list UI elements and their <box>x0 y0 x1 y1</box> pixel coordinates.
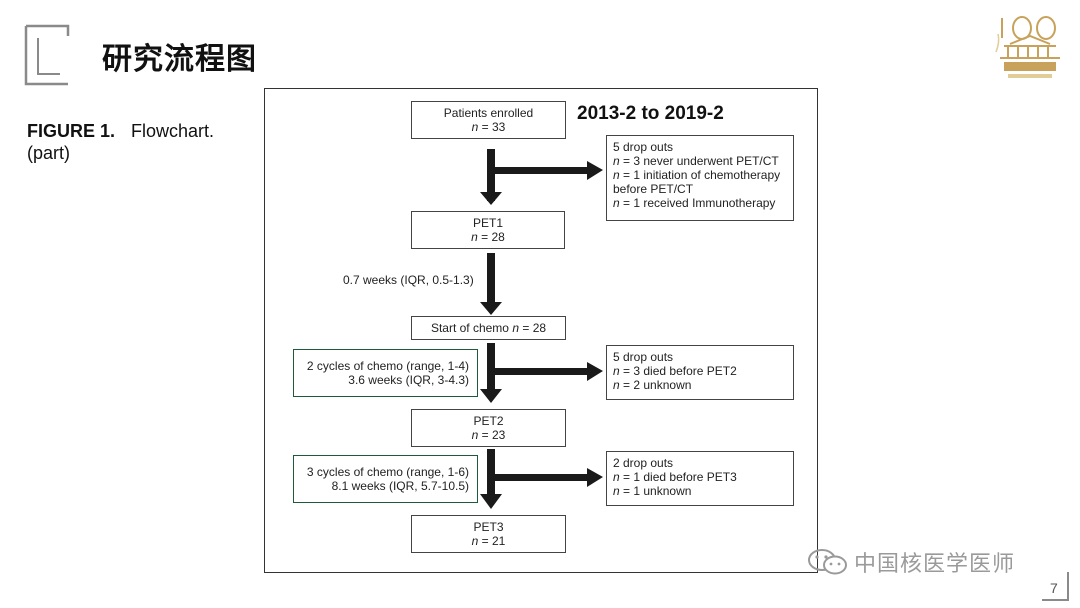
enrolled-label: Patients enrolled <box>443 106 534 120</box>
dropout-title: 5 drop outs <box>613 140 674 154</box>
arrow-shaft <box>487 253 495 309</box>
pet3-count: n = 21 <box>471 534 506 548</box>
dropout-box-2: 5 drop outs n = 3 died before PET2 n = 2… <box>606 345 794 400</box>
dropout-title: 2 drop outs <box>613 456 674 470</box>
dropout-line: n = 1 received Immunotherapy <box>613 196 776 210</box>
arrow-shaft <box>487 149 495 201</box>
dropout-box-1: 5 drop outs n = 3 never underwent PET/CT… <box>606 135 794 221</box>
page-corner-icon <box>1042 572 1069 601</box>
pet3-box: PET3 n = 21 <box>411 515 566 553</box>
pet2-label: PET2 <box>473 414 504 428</box>
branch-head <box>587 468 603 487</box>
dropout-line: n = 3 never underwent PET/CT <box>613 154 779 168</box>
arrow-shaft <box>487 449 495 499</box>
branch-shaft <box>495 474 591 481</box>
page-title: 研究流程图 <box>102 43 257 76</box>
arrow-head <box>480 389 502 403</box>
dropout-title: 5 drop outs <box>613 350 674 364</box>
date-range: 2013-2 to 2019-2 <box>577 103 724 124</box>
arrow-shaft <box>487 343 495 393</box>
pet2-count: n = 23 <box>471 428 506 442</box>
cycles-duration: 3.6 weeks (IQR, 3-4.3) <box>348 373 469 387</box>
branch-shaft <box>495 167 591 174</box>
wechat-icon <box>808 549 847 575</box>
chemo-start-count: n = 28 <box>512 321 547 335</box>
dropout-line: n = 1 initiation of chemotherapy <box>613 168 781 182</box>
pet1-box: PET1 n = 28 <box>411 211 565 249</box>
pet3-label: PET3 <box>473 520 504 534</box>
figure-caption: FIGURE 1. Flowchart. (part) <box>27 120 214 164</box>
flowchart-frame: 2013-2 to 2019-2 Patients enrolled n = 3… <box>264 88 818 573</box>
dropout-line: n = 1 unknown <box>613 484 692 498</box>
bracket-corner-icon <box>24 24 70 86</box>
cycles-box-2: 3 cycles of chemo (range, 1-6) 8.1 weeks… <box>293 455 478 503</box>
dropout-line: n = 2 unknown <box>613 378 692 392</box>
cycles-count: 2 cycles of chemo (range, 1-4) <box>306 359 469 373</box>
pet2-box: PET2 n = 23 <box>411 409 566 447</box>
cycles-count: 3 cycles of chemo (range, 1-6) <box>306 465 469 479</box>
dropout-line: n = 1 died before PET3 <box>613 470 737 484</box>
dropout-line: before PET/CT <box>613 182 694 196</box>
dropout-box-3: 2 drop outs n = 1 died before PET3 n = 1… <box>606 451 794 506</box>
figure-note: (part) <box>27 143 71 163</box>
chemo-start-label: Start of chemo <box>430 321 509 335</box>
watermark: 中国核医学医师 <box>806 542 1015 582</box>
branch-shaft <box>495 368 591 375</box>
branch-head <box>587 161 603 180</box>
arrow-head <box>480 192 502 205</box>
dropout-line: n = 3 died before PET2 <box>613 364 737 378</box>
watermark-text: 中国核医学医师 <box>854 551 1016 576</box>
cycles-duration: 8.1 weeks (IQR, 5.7-10.5) <box>331 479 469 493</box>
branch-head <box>587 362 603 381</box>
pet1-label: PET1 <box>472 216 503 230</box>
flowchart-connectors <box>480 149 603 509</box>
page-number: 7 <box>1040 570 1070 602</box>
enrolled-count: n = 33 <box>471 120 506 134</box>
figure-title: Flowchart. <box>131 121 215 141</box>
interval-label: 0.7 weeks (IQR, 0.5-1.3) <box>343 273 474 287</box>
arrow-head <box>480 302 502 315</box>
arrow-head <box>480 494 502 509</box>
cycles-box-1: 2 cycles of chemo (range, 1-4) 3.6 weeks… <box>293 349 478 397</box>
centennial-logo-icon <box>995 16 1060 78</box>
page-number-text: 7 <box>1050 580 1058 596</box>
figure-label: FIGURE 1. <box>27 121 116 141</box>
enrolled-box: Patients enrolled n = 33 <box>411 101 566 139</box>
pet1-count: n = 28 <box>471 230 505 244</box>
chemo-start-box: Start of chemo n = 28 <box>411 316 566 340</box>
